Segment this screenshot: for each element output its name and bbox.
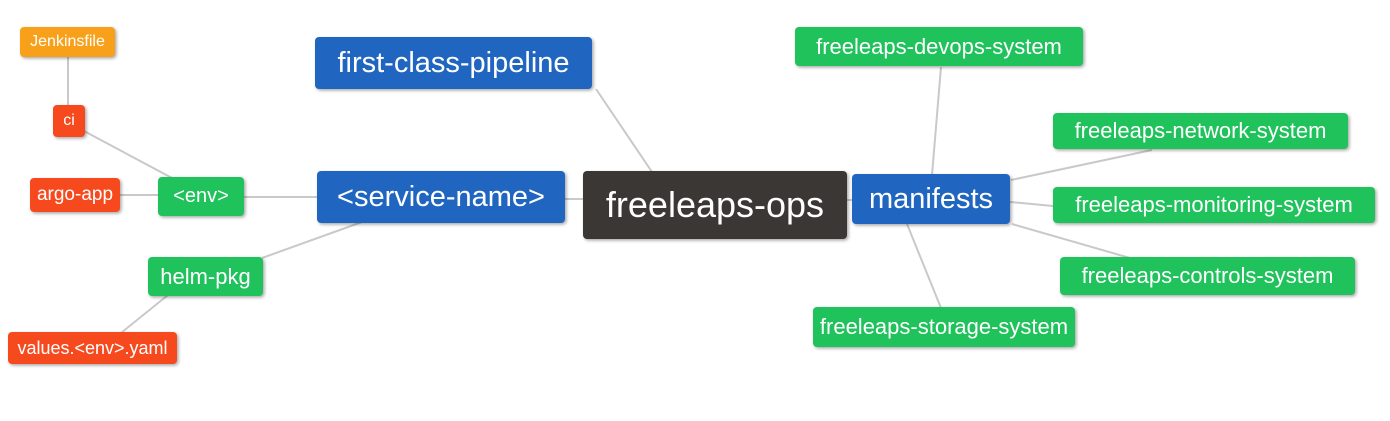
node-manifests[interactable]: manifests — [852, 174, 1010, 224]
node-first-class-pipeline[interactable]: first-class-pipeline — [315, 37, 592, 89]
node-freeleaps-controls-system[interactable]: freeleaps-controls-system — [1060, 257, 1355, 295]
connector-manifests-controls — [1011, 223, 1131, 259]
node-freeleaps-ops-root[interactable]: freeleaps-ops — [583, 171, 847, 239]
connector-helm-pkg-service-name — [261, 221, 363, 259]
node-argo-app[interactable]: argo-app — [30, 178, 120, 212]
node-values-env-yaml[interactable]: values.<env>.yaml — [8, 332, 177, 364]
connector-manifests-network — [1010, 149, 1153, 181]
node-ci[interactable]: ci — [53, 105, 85, 137]
node-freeleaps-monitoring-system[interactable]: freeleaps-monitoring-system — [1053, 187, 1375, 223]
connector-pipeline-ops — [595, 88, 653, 173]
node-freeleaps-devops-system[interactable]: freeleaps-devops-system — [795, 27, 1083, 66]
connector-manifests-storage — [906, 223, 942, 309]
connector-ci-env — [83, 130, 173, 179]
connector-manifests-monitoring — [1009, 201, 1054, 207]
node-freeleaps-storage-system[interactable]: freeleaps-storage-system — [813, 307, 1075, 347]
node-jenkinsfile[interactable]: Jenkinsfile — [20, 27, 115, 57]
connector-manifests-devops — [931, 66, 942, 176]
connector-helm-pkg-values — [120, 294, 169, 334]
node-freeleaps-network-system[interactable]: freeleaps-network-system — [1053, 113, 1348, 149]
node-service-name[interactable]: <service-name> — [317, 171, 565, 223]
node-helm-pkg[interactable]: helm-pkg — [148, 257, 263, 296]
node-env[interactable]: <env> — [158, 177, 244, 216]
